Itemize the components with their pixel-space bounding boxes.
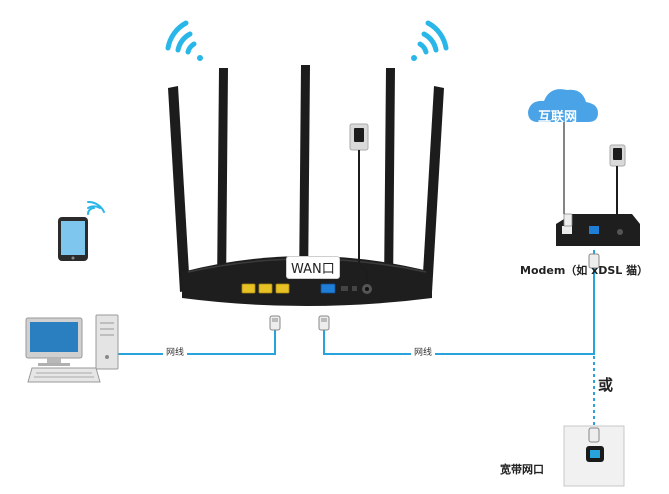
or-label: 或 (598, 376, 614, 394)
router-power-adapter (349, 123, 369, 284)
wifi-signal-icon-right (411, 20, 449, 61)
tablet-device (58, 217, 88, 261)
cable-router-to-computer (118, 315, 281, 355)
desktop-computer (25, 314, 119, 383)
internet-label: 互联网 (538, 110, 578, 125)
broadband-wall-port (563, 425, 625, 487)
wan-port (320, 283, 336, 294)
modem-device (556, 213, 640, 246)
cable-label-left: 网线 (163, 345, 188, 358)
wifi-signal-icon-left (165, 20, 203, 61)
wan-port-label: WAN口 (286, 256, 340, 279)
lan-ports (241, 283, 290, 294)
internet-cloud-icon (528, 89, 598, 214)
modem-label: Modem（如 xDSL 猫） (520, 264, 649, 277)
wireless-router (182, 256, 432, 306)
tablet-wifi-icon (87, 200, 105, 215)
router-antennas (168, 65, 444, 292)
cable-label-right: 网线 (411, 345, 436, 358)
cable-router-to-modem (318, 250, 600, 355)
modem-power-adapter (609, 144, 626, 218)
wall-port-label: 宽带网口 (500, 463, 544, 476)
